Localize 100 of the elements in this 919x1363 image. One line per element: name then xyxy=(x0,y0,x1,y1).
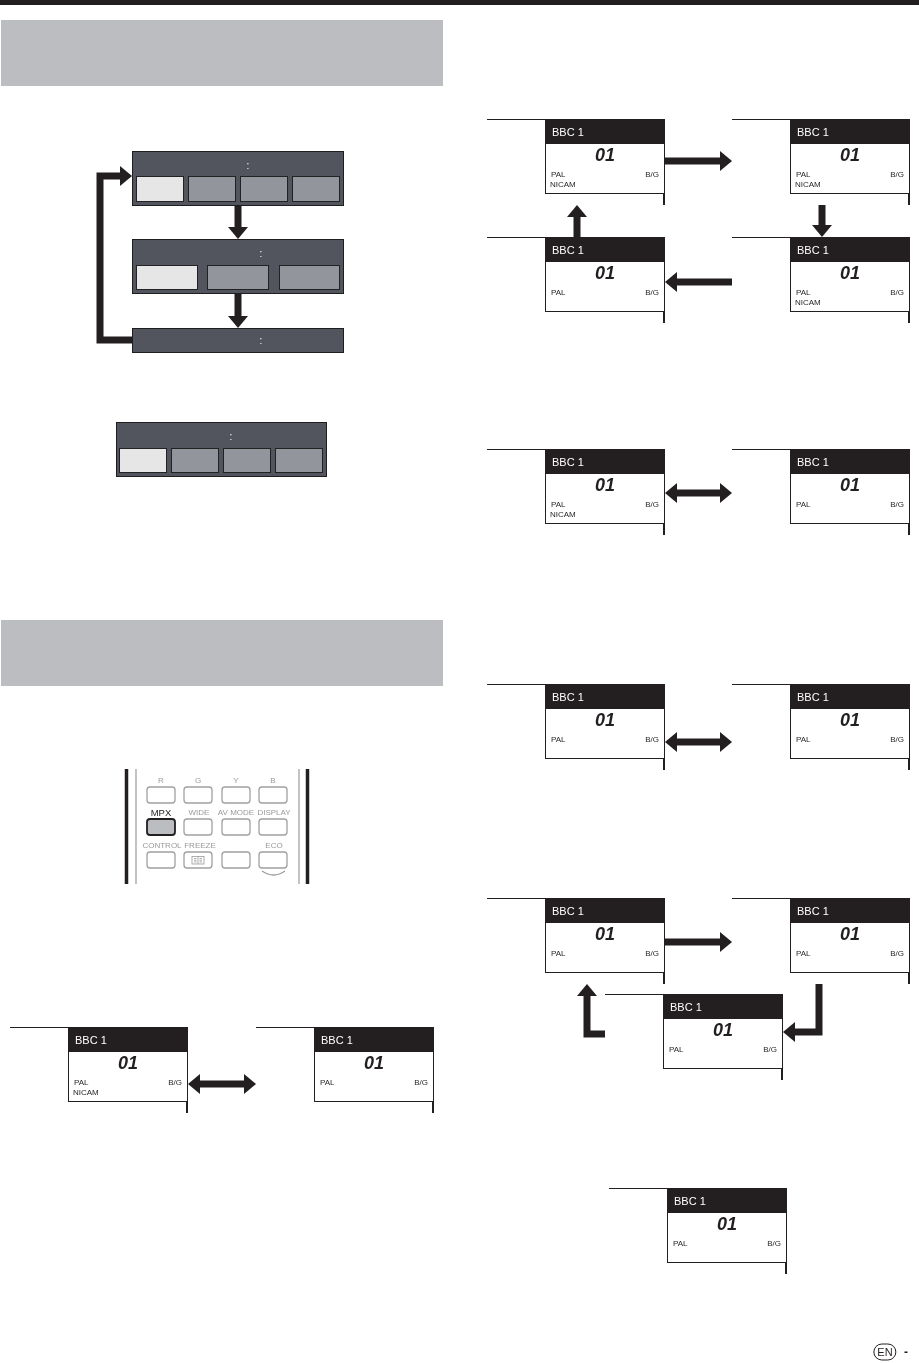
tv-screen xyxy=(10,1027,188,1113)
remote-key-label: CONTROL xyxy=(142,842,182,850)
option-tile xyxy=(207,265,269,290)
title-separator: : xyxy=(229,432,233,442)
title-separator: : xyxy=(259,249,263,259)
tv-screen xyxy=(609,1188,787,1274)
colour-system-text: PAL xyxy=(796,499,811,509)
remote-key-label: G xyxy=(194,777,202,785)
sound-system-text: B/G xyxy=(890,734,904,744)
tv-screen xyxy=(487,898,665,984)
channel-number: 01 xyxy=(118,1052,138,1073)
channel-name-header: BBC 1 xyxy=(791,684,909,709)
sound-system-text: B/G xyxy=(763,1044,777,1054)
sound-system-text: B/G xyxy=(645,948,659,958)
option-tile xyxy=(223,448,271,473)
colour-system-text: PAL xyxy=(551,734,566,744)
channel-name-header: BBC 1 xyxy=(668,1188,786,1213)
channel-number: 01 xyxy=(364,1052,384,1073)
sound-system-text: B/G xyxy=(890,499,904,509)
channel-number: 01 xyxy=(595,262,615,283)
remote-key-label: AV MODE xyxy=(217,809,255,817)
colour-system-text: PAL xyxy=(551,499,566,509)
remote-key-label: R xyxy=(158,777,164,785)
channel-name-header: BBC 1 xyxy=(546,684,664,709)
sound-system-text: B/G xyxy=(645,734,659,744)
colour-system-text: PAL xyxy=(796,169,811,179)
sound-system-text: B/G xyxy=(767,1238,781,1248)
sound-system-text: B/G xyxy=(645,499,659,509)
colour-system-text: PAL xyxy=(320,1077,335,1087)
channel-name-header: BBC 1 xyxy=(546,237,664,262)
colour-system-text: PAL xyxy=(673,1238,688,1248)
arrow xyxy=(228,206,248,239)
colour-system-text: PAL xyxy=(669,1044,684,1054)
channel-name-header: BBC 1 xyxy=(315,1027,433,1052)
channel-name-header: BBC 1 xyxy=(664,994,782,1019)
sound-system-text: B/G xyxy=(645,169,659,179)
option-tile xyxy=(171,448,219,473)
channel-number: 01 xyxy=(840,709,860,730)
double-headed-arrow xyxy=(665,732,732,752)
menu-panel xyxy=(132,328,344,353)
channel-name-header: BBC 1 xyxy=(546,898,664,923)
option-tile xyxy=(188,176,236,202)
colour-system-text: PAL xyxy=(796,287,811,297)
bent-arrow xyxy=(96,166,132,344)
tv-screen xyxy=(487,449,665,535)
arrow xyxy=(665,151,732,171)
sound-system-text: B/G xyxy=(414,1077,428,1087)
remote-key-label: ECO xyxy=(265,842,283,850)
remote-key-label: B xyxy=(270,777,276,785)
sound-system-text: B/G xyxy=(890,169,904,179)
audio-mode-text: NICAM xyxy=(550,179,576,189)
option-tile xyxy=(275,448,323,473)
tv-screen xyxy=(732,237,910,323)
tv-screen xyxy=(256,1027,434,1113)
section-heading-band xyxy=(1,620,443,686)
channel-number: 01 xyxy=(713,1019,733,1040)
sound-system-text: B/G xyxy=(890,948,904,958)
remote-key-label: FREEZE xyxy=(184,842,216,850)
channel-name-header: BBC 1 xyxy=(791,119,909,144)
tv-screen xyxy=(732,684,910,770)
audio-mode-text: NICAM xyxy=(795,179,821,189)
channel-name-header: BBC 1 xyxy=(791,449,909,474)
sound-system-text: B/G xyxy=(890,287,904,297)
double-headed-arrow xyxy=(665,483,732,503)
colour-system-text: PAL xyxy=(796,948,811,958)
channel-number: 01 xyxy=(717,1213,737,1234)
channel-name-header: BBC 1 xyxy=(791,898,909,923)
remote-key-label: MPX xyxy=(150,808,172,818)
colour-system-text: PAL xyxy=(551,287,566,297)
sound-system-text: B/G xyxy=(168,1077,182,1087)
arrow xyxy=(665,932,732,952)
option-tile xyxy=(292,176,340,202)
tv-screen xyxy=(487,684,665,770)
tv-screen xyxy=(732,449,910,535)
channel-name-header: BBC 1 xyxy=(69,1027,187,1052)
section-heading-band xyxy=(1,20,443,86)
menu-panel xyxy=(132,151,344,206)
channel-number: 01 xyxy=(595,144,615,165)
channel-name-header: BBC 1 xyxy=(546,119,664,144)
channel-number: 01 xyxy=(840,144,860,165)
option-tile xyxy=(136,176,184,202)
channel-number: 01 xyxy=(595,923,615,944)
channel-number: 01 xyxy=(595,474,615,495)
page-number-separator: - xyxy=(904,1346,908,1358)
tv-screen xyxy=(487,119,665,205)
tv-screen xyxy=(605,994,783,1080)
title-separator: : xyxy=(259,336,263,346)
colour-system-text: PAL xyxy=(796,734,811,744)
option-tile xyxy=(119,448,167,473)
channel-name-header: BBC 1 xyxy=(546,449,664,474)
sound-system-text: B/G xyxy=(645,287,659,297)
tv-screen xyxy=(487,237,665,323)
audio-mode-text: NICAM xyxy=(795,297,821,307)
colour-system-text: PAL xyxy=(551,169,566,179)
option-tile xyxy=(279,265,340,290)
remote-key-label: Y xyxy=(233,777,239,785)
double-headed-arrow xyxy=(188,1074,256,1094)
option-tile xyxy=(240,176,288,202)
remote-key-label: WIDE xyxy=(188,809,210,817)
arrow xyxy=(228,294,248,328)
